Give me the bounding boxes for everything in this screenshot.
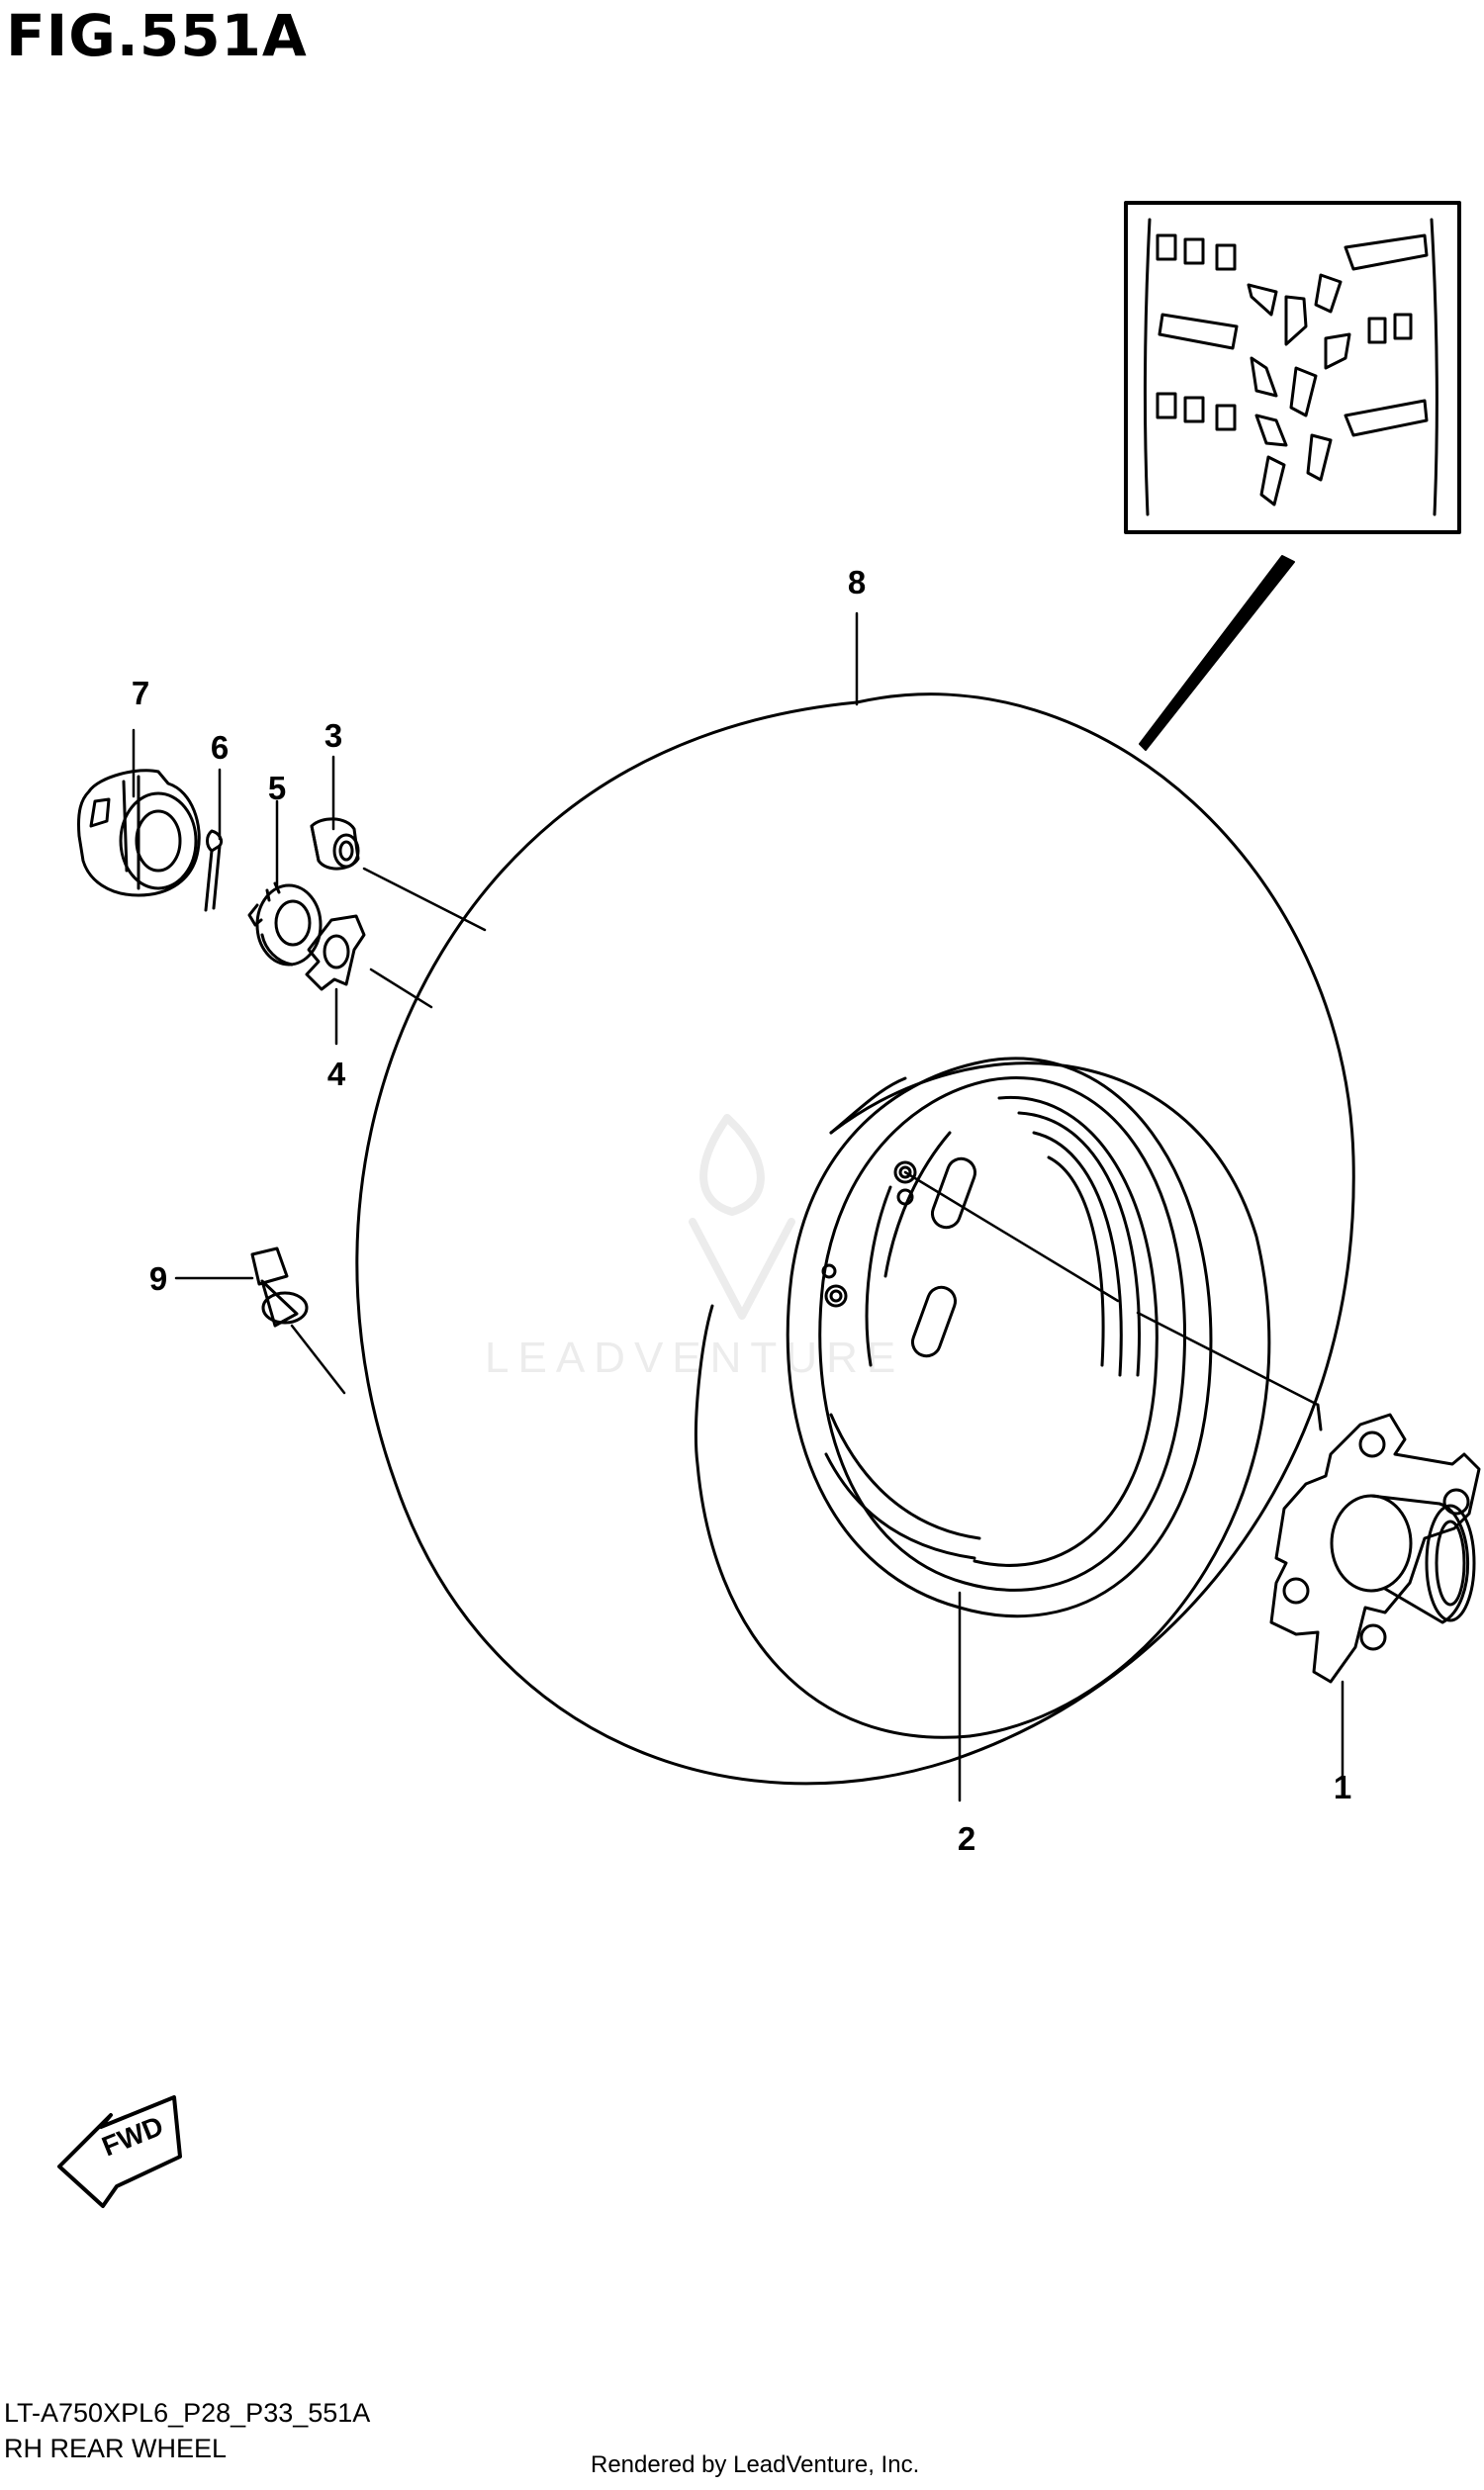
callout-4: 4: [327, 1056, 346, 1092]
watermark-logo: [689, 1114, 795, 1320]
callout-8: 8: [848, 564, 866, 600]
hub-cap: [77, 769, 201, 897]
rendered-by-credit: Rendered by LeadVenture, Inc.: [591, 2451, 920, 2478]
inset-pointer: [1139, 555, 1295, 751]
callout-3: 3: [325, 717, 342, 754]
lock-plate: [305, 914, 366, 991]
callout-1: 1: [1334, 1769, 1351, 1805]
cotter-pin: [204, 829, 224, 912]
figure-title: FIG.551A: [6, 2, 308, 69]
callouts: 1 2 3 4 5 6 7 8 9: [132, 564, 1351, 1857]
tread-pattern-inset: [1124, 201, 1461, 534]
valve-stem: [250, 1246, 309, 1328]
callout-5: 5: [268, 770, 286, 806]
callout-7: 7: [132, 675, 149, 711]
wheel-hub: [1269, 1403, 1481, 1684]
tire: [355, 692, 1355, 1786]
diagram-caption: RH REAR WHEEL: [4, 2434, 228, 2463]
diagram-code: LT-A750XPL6_P28_P33_551A: [4, 2398, 371, 2428]
forward-arrow: FWD: [57, 2095, 182, 2208]
wheel-rim: [786, 1057, 1213, 1618]
watermark-text: LEADVENTURE: [485, 1334, 905, 1382]
callout-2: 2: [958, 1820, 975, 1857]
callout-9: 9: [149, 1260, 167, 1297]
leader-lines: [132, 611, 1345, 1802]
callout-6: 6: [211, 729, 229, 766]
hex-nut: [310, 817, 360, 871]
